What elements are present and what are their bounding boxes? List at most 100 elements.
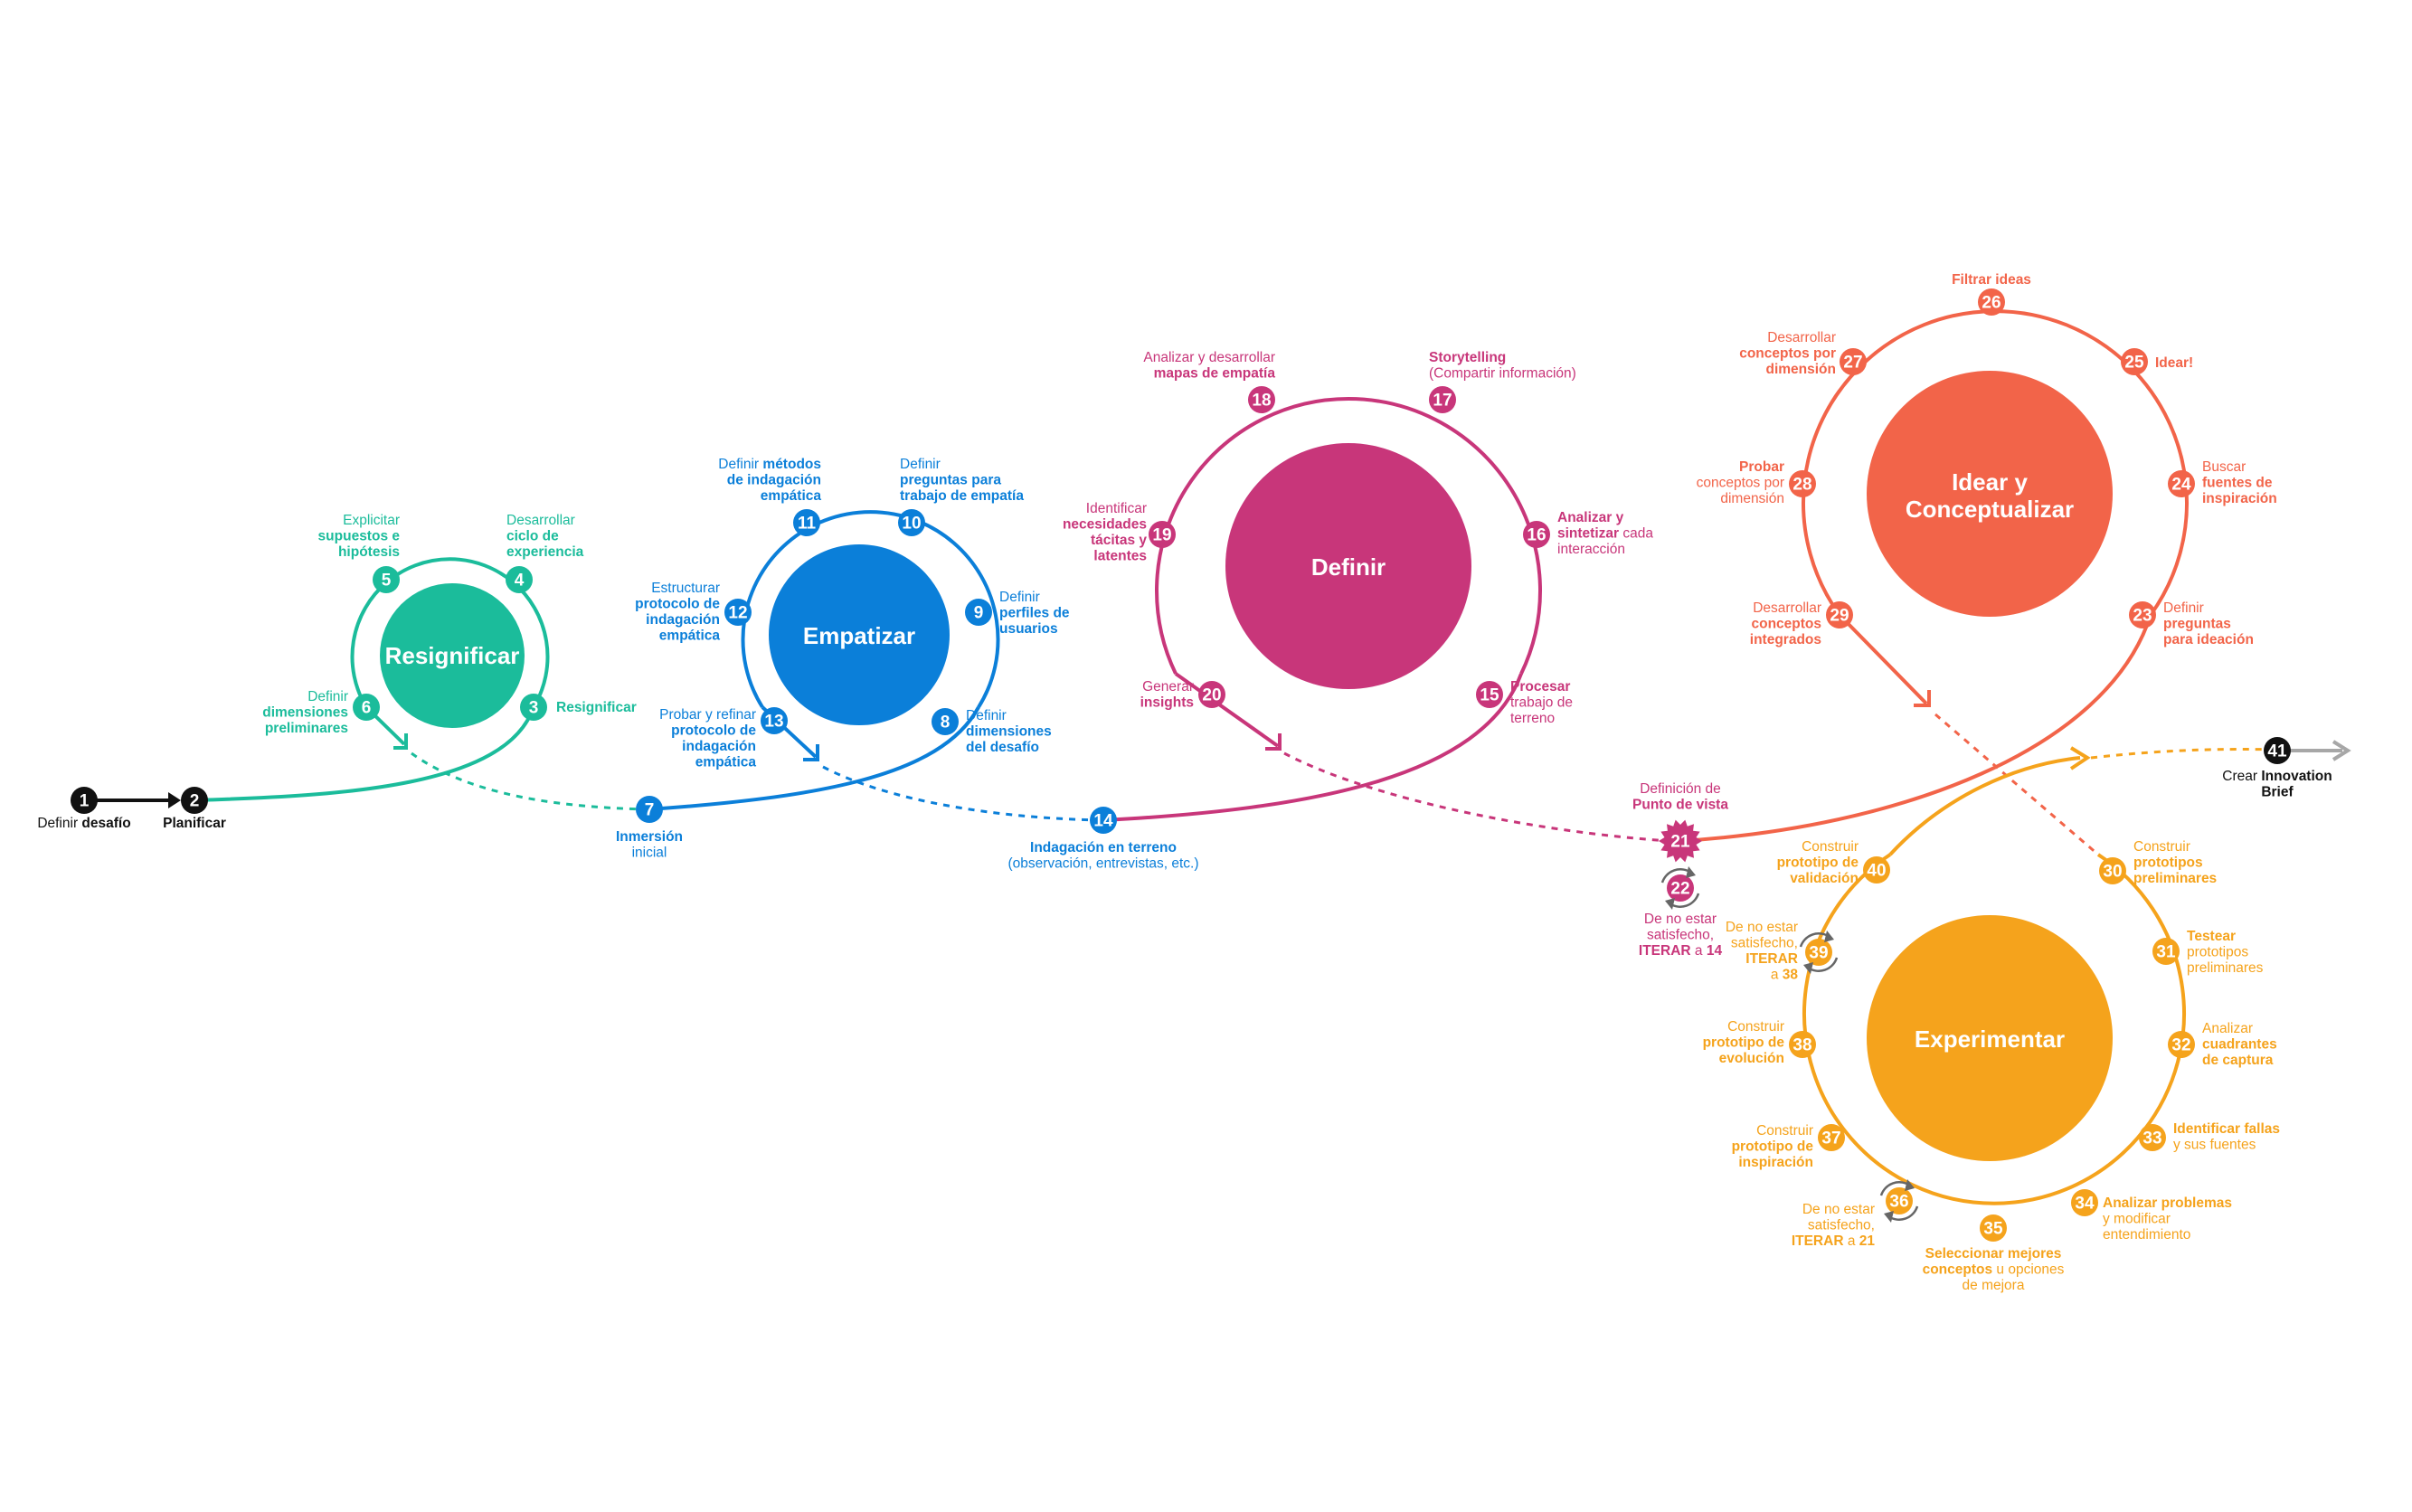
step-node-25: 25 — [2121, 348, 2148, 375]
step-node-22: 22 — [1660, 866, 1700, 910]
step-node-32: 32 — [2168, 1031, 2195, 1058]
step-node-39: 39 — [1799, 931, 1839, 974]
step-node-24: 24 — [2168, 470, 2195, 497]
phase-circle-empatizar — [769, 544, 950, 725]
refresh-cycle-icon — [1879, 1179, 1919, 1223]
step-number: 12 — [728, 604, 747, 623]
dashed-link-blue — [822, 765, 1104, 822]
step-node-38: 38 — [1789, 1031, 1816, 1058]
step-number: 2 — [190, 792, 200, 811]
step-label-14: Indagación en terreno(observación, entre… — [1007, 840, 1198, 872]
step-label-17: Storytelling(Compartir información) — [1429, 350, 1576, 382]
dashed-link-orange — [2090, 748, 2300, 760]
step-number: 37 — [1821, 1129, 1840, 1148]
step-number: 31 — [2156, 943, 2176, 962]
step-number: 19 — [1152, 526, 1171, 545]
ring-definir — [1155, 397, 1542, 675]
step-circle — [2152, 938, 2180, 965]
step-label-3: Resignificar — [556, 700, 637, 715]
step-circle — [2168, 470, 2195, 497]
step-node-9: 9 — [965, 599, 992, 626]
step-circle — [1980, 1214, 2007, 1242]
phase-circles: Resignificar Empatizar Definir Idear y C… — [380, 371, 2113, 1161]
step-node-12: 12 — [724, 599, 752, 626]
dashed-link-coral — [1934, 713, 2099, 856]
step-circle — [2099, 857, 2126, 884]
step-number: 25 — [2124, 354, 2144, 373]
step-node-35: 35 — [1980, 1214, 2007, 1242]
arrow-head-icon — [168, 792, 181, 808]
step-node-19: 19 — [1149, 521, 1176, 548]
step-node-33: 33 — [2139, 1124, 2166, 1151]
phase-label-definir: Definir — [1311, 553, 1386, 581]
step-node-17: 17 — [1429, 386, 1456, 413]
step-circle — [1805, 939, 1832, 966]
phase-circle-idear — [1867, 371, 2113, 617]
step-number: 32 — [2171, 1036, 2190, 1055]
dashed-link-teal — [411, 751, 650, 811]
step-circle — [1090, 807, 1117, 834]
step-number: 20 — [1202, 686, 1221, 705]
step-number: 23 — [2133, 607, 2152, 626]
step-number: 16 — [1527, 526, 1546, 545]
step-node-15: 15 — [1476, 681, 1503, 708]
step-circle — [353, 694, 380, 721]
step-circle — [1248, 386, 1275, 413]
step-node-36: 36 — [1879, 1179, 1919, 1223]
step-node-37: 37 — [1818, 1124, 1845, 1151]
step-circle — [1198, 681, 1225, 708]
step-node-26: 26 — [1978, 288, 2005, 316]
step-node-16: 16 — [1523, 521, 1550, 548]
step-number: 24 — [2171, 476, 2191, 495]
step-circle — [1667, 874, 1694, 902]
ring-empatizar — [741, 510, 1000, 709]
step-circle — [1789, 1031, 1816, 1058]
step-circle — [1476, 681, 1503, 708]
step-circle — [506, 566, 533, 593]
phase-label-idear-line1: Idear y — [1952, 468, 2028, 496]
step-circle — [520, 694, 547, 721]
step-node-7: 7 — [636, 796, 663, 823]
step-node-31: 31 — [2152, 938, 2180, 965]
path-empatizar-entry — [648, 706, 980, 811]
step-label-1: Definir desafío — [37, 816, 130, 831]
step-number: 18 — [1252, 392, 1271, 411]
phase-label-resignificar: Resignificar — [385, 642, 520, 669]
path-experimentar-exit — [1888, 756, 2081, 856]
step-circle — [373, 566, 400, 593]
phase-label-empatizar: Empatizar — [803, 622, 915, 649]
step-circle — [2264, 737, 2291, 764]
step-number: 4 — [515, 572, 525, 591]
step-node-20: 20 — [1198, 681, 1225, 708]
path-definir-entry — [1102, 673, 1523, 822]
step-number: 1 — [80, 792, 90, 811]
step-node-6: 6 — [353, 694, 380, 721]
step-node-18: 18 — [1248, 386, 1275, 413]
step-circle — [793, 509, 820, 536]
step-circle — [898, 509, 925, 536]
step-circle — [1978, 288, 2005, 316]
step-number: 3 — [529, 699, 539, 718]
arrow-head-icon — [1914, 690, 1931, 707]
ring-resignificar — [350, 557, 550, 709]
step-label-25: Idear! — [2155, 355, 2193, 371]
step-number: 6 — [362, 699, 372, 718]
arrow-head-icon — [393, 733, 408, 750]
step-number: 38 — [1792, 1036, 1811, 1055]
refresh-cycle-icon — [1799, 931, 1839, 974]
step-node-10: 10 — [898, 509, 925, 536]
arrow-head-icon — [1265, 733, 1282, 751]
